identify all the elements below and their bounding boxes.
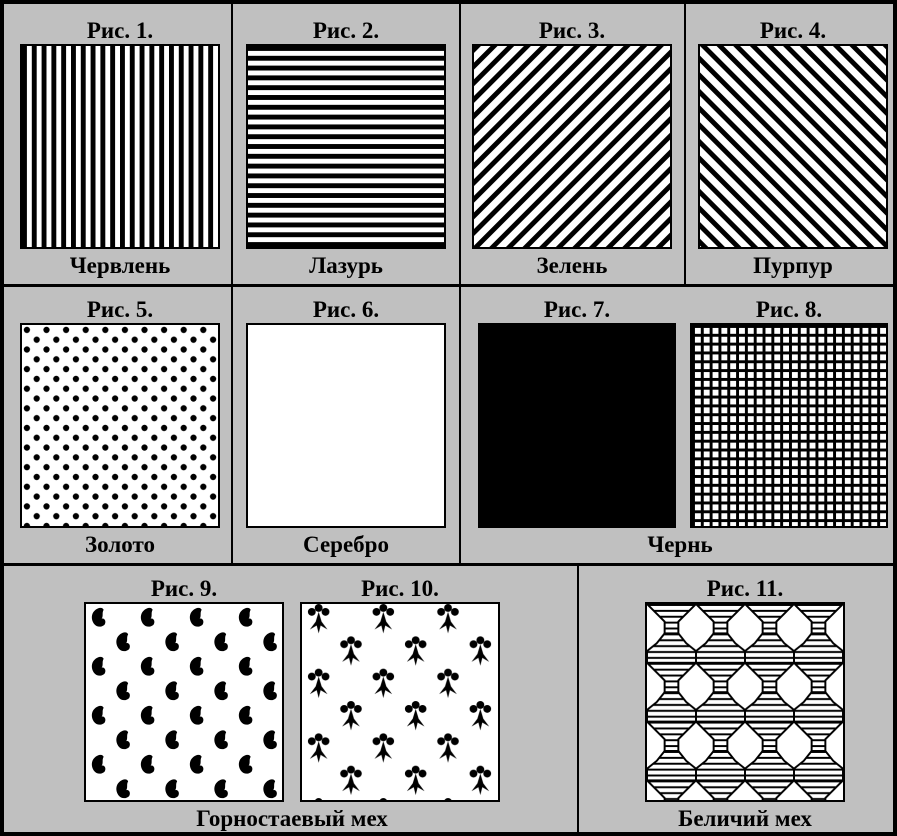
tincture-label-gornostaevyi: Горностаевый мех	[92, 806, 492, 832]
col-divider-r3	[577, 564, 579, 836]
figure-caption-2: Рис. 2.	[246, 18, 446, 44]
swatch-diagonal-down	[472, 44, 672, 249]
swatch-crosshatch	[690, 323, 888, 528]
figure-caption-10: Рис. 10.	[300, 576, 500, 602]
figure-caption-4: Рис. 4.	[698, 18, 888, 44]
figure-caption-7: Рис. 7.	[478, 297, 676, 323]
figure-caption-1: Рис. 1.	[20, 18, 220, 44]
swatch-solid-black	[478, 323, 676, 528]
border-top	[0, 0, 897, 4]
figure-caption-6: Рис. 6.	[246, 297, 446, 323]
figure-caption-8: Рис. 8.	[690, 297, 888, 323]
swatch-horizontal-lines	[246, 44, 446, 249]
tincture-label-belichii: Беличий мех	[645, 806, 845, 832]
row1-divider	[0, 284, 897, 287]
swatch-plain-white	[246, 323, 446, 528]
col-divider-r1-a	[231, 0, 233, 285]
figure-caption-3: Рис. 3.	[472, 18, 672, 44]
swatch-vair	[645, 602, 845, 802]
col-divider-r1-c	[684, 0, 686, 285]
border-left	[0, 0, 4, 836]
tincture-label-chern: Чернь	[580, 532, 780, 558]
border-bottom	[0, 832, 897, 836]
tincture-label-zoloto: Золото	[20, 532, 220, 558]
figure-caption-5: Рис. 5.	[20, 297, 220, 323]
swatch-dots	[20, 323, 220, 528]
swatch-diagonal-up	[698, 44, 888, 249]
col-divider-r1-b	[459, 0, 461, 285]
border-right	[893, 0, 897, 836]
figure-caption-11: Рис. 11.	[645, 576, 845, 602]
col-divider-r2-a	[231, 285, 233, 565]
row2-divider	[0, 563, 897, 566]
tincture-label-cherven: Червлень	[20, 253, 220, 279]
swatch-ermine-tails	[300, 602, 500, 802]
col-divider-r2-b	[459, 285, 461, 565]
tincture-label-zelen: Зелень	[472, 253, 672, 279]
figure-caption-9: Рис. 9.	[84, 576, 284, 602]
tincture-label-serebro: Серебро	[246, 532, 446, 558]
tincture-label-lazur: Лазурь	[246, 253, 446, 279]
swatch-vertical-lines	[20, 44, 220, 249]
tincture-label-purpur: Пурпур	[698, 253, 888, 279]
swatch-ermine-spots	[84, 602, 284, 802]
